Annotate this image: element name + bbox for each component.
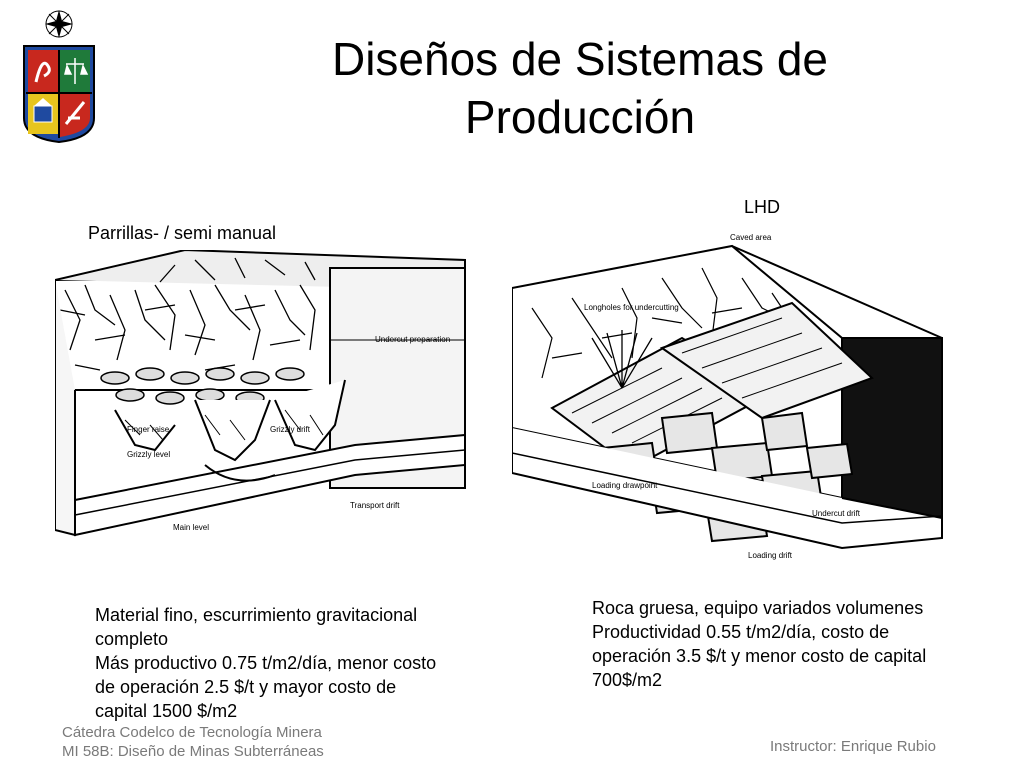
grizzly-level-label: Grizzly level [127,450,170,459]
shield-icon [23,10,95,144]
footer-course: MI 58B: Diseño de Minas Subterráneas [62,743,324,760]
footer-course-info: Cátedra Codelco de Tecnología Minera MI … [62,723,324,761]
caved-area-label: Caved area [730,233,772,242]
lhd-system-diagram: Caved area Longholes for undercutting Lo… [511,218,948,588]
undercut-drift-label: Undercut drift [812,509,861,518]
right-description: Roca gruesa, equipo variados volumenes P… [592,596,992,692]
right-description-line: Roca gruesa, equipo variados volumenes [592,598,924,618]
longholes-label: Longholes for undercutting [584,303,679,312]
right-description-line: 700$/m2 [592,670,663,690]
university-logo [20,6,98,146]
left-description-line: de operación 2.5 $/t y mayor costo de [95,677,397,697]
left-description-line: capital 1500 $/m2 [95,701,238,721]
left-figure-label: Parrillas- / semi manual [88,223,277,243]
right-figure-label: LHD [744,197,781,217]
slide-title: Diseños de Sistemas de Producción [160,30,1000,146]
footer-chair: Cátedra Codelco de Tecnología Minera [62,724,322,741]
star-icon [45,10,73,38]
grizzly-drift-label: Grizzly drift [270,425,311,434]
right-description-line: Productividad 0.55 t/m2/día, costo de [592,622,890,642]
title-line-2: Producción [464,91,696,143]
title-line-1: Diseños de Sistemas de [331,33,829,85]
grizzly-system-diagram: Undercut preparation Finger raise Grizzl… [54,248,467,550]
left-description-line: Más productivo 0.75 t/m2/día, menor cost… [95,653,437,673]
transport-drift-label: Transport drift [350,501,400,510]
footer-instructor: Instructor: Enrique Rubio [770,738,936,755]
undercut-label: Undercut preparation [375,335,450,344]
loading-drawpoint-label: Loading drawpoint [592,481,658,490]
left-description: Material fino, escurrimiento gravitacion… [95,603,495,723]
finger-raise-label: Finger raise [127,425,170,434]
left-description-line: completo [95,629,169,649]
main-level-label: Main level [173,523,209,532]
right-description-line: operación 3.5 $/t y menor costo de capit… [592,646,927,666]
loading-drift-label: Loading drift [748,551,793,560]
left-description-line: Material fino, escurrimiento gravitacion… [95,605,418,625]
